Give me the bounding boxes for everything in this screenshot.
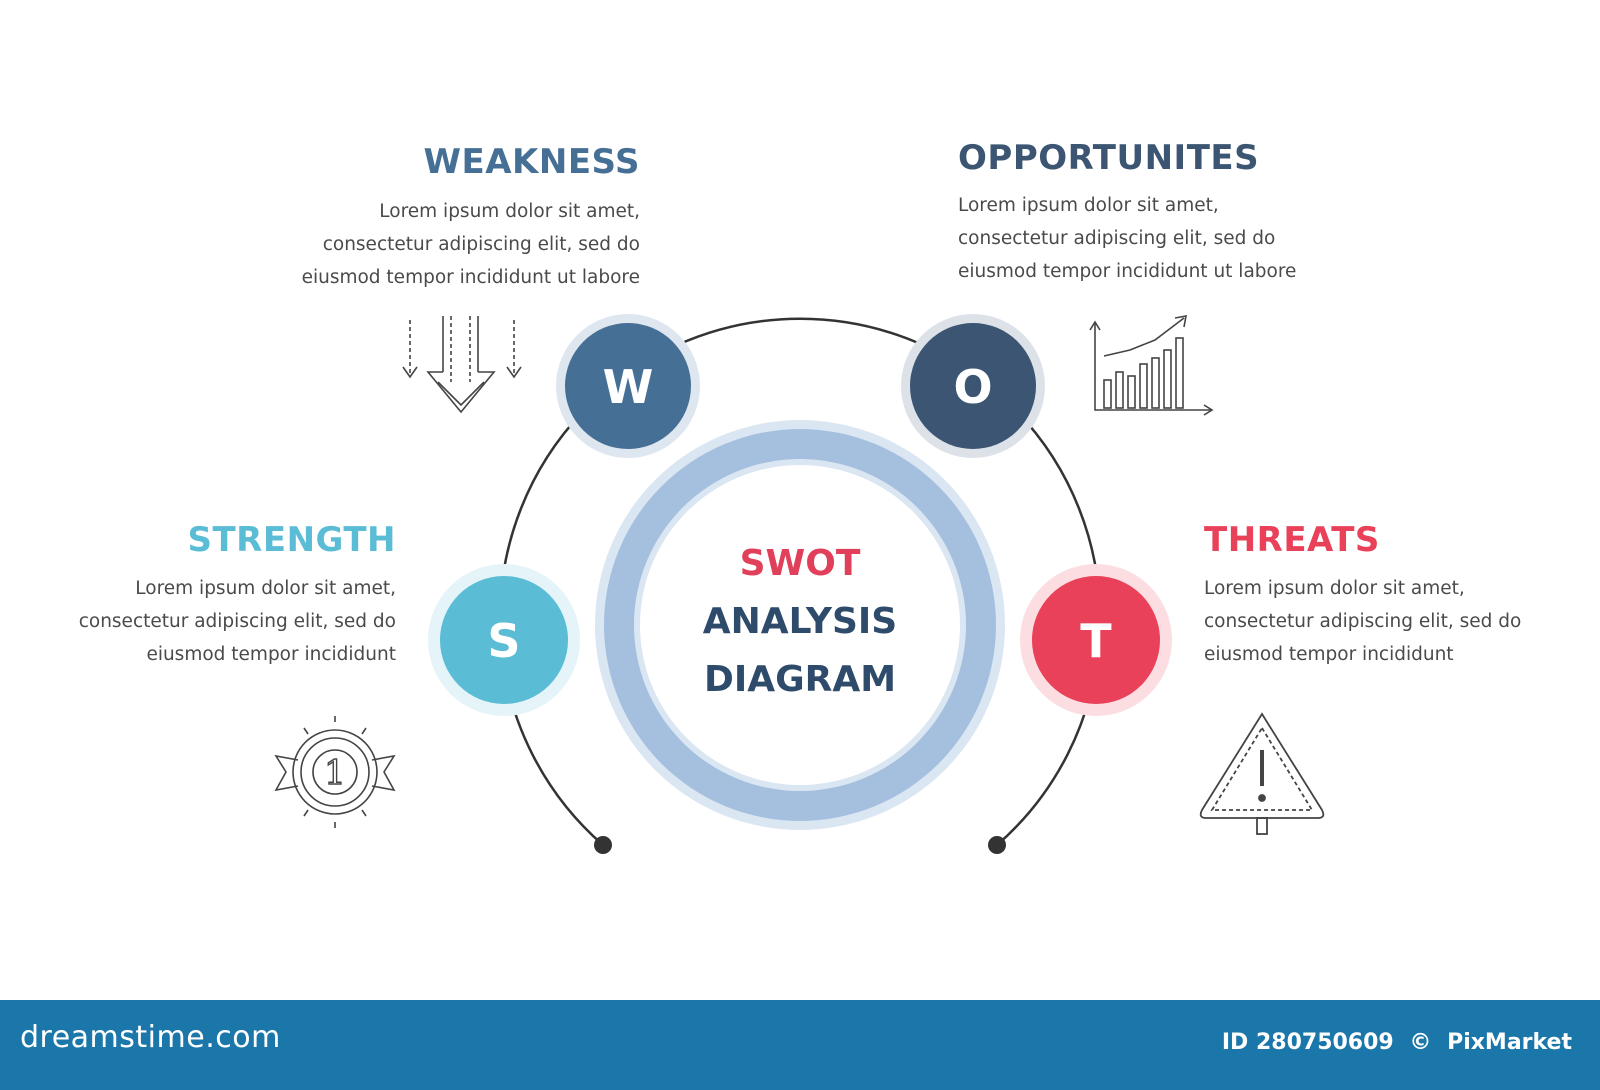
center-disc: [640, 465, 960, 785]
swot-diagram: W O S T: [79, 138, 1521, 854]
opportunities-line-1: Lorem ipsum dolor sit amet,: [958, 195, 1219, 216]
threats-letter: T: [1080, 614, 1112, 668]
growth-chart-icon: [1089, 315, 1214, 416]
opportunities-heading: OPPORTUNITES: [958, 138, 1260, 178]
strength-line-1: Lorem ipsum dolor sit amet,: [135, 578, 396, 599]
footer-credit: ID 280750609 © PixMarket: [1214, 1030, 1572, 1055]
weakness-heading: WEAKNESS: [423, 142, 640, 182]
weakness-letter: W: [603, 360, 654, 414]
center-title: SWOT ANALYSIS DIAGRAM: [650, 535, 950, 709]
threats-line-1: Lorem ipsum dolor sit amet,: [1204, 578, 1465, 599]
footer-logo[interactable]: dreamstime.com: [20, 1020, 281, 1055]
weakness-description: Lorem ipsum dolor sit amet, consectetur …: [302, 195, 640, 294]
center-title-line-3: DIAGRAM: [703, 659, 897, 700]
arc-end-dot-left: [594, 836, 612, 854]
threats-circle: T: [1020, 564, 1172, 716]
threats-heading: THREATS: [1204, 520, 1380, 560]
footer-author[interactable]: PixMarket: [1447, 1030, 1572, 1055]
down-arrows-icon: [402, 316, 522, 414]
arc-end-dot-right: [988, 836, 1006, 854]
strength-circle: S: [428, 564, 580, 716]
copyright-icon: ©: [1409, 1030, 1432, 1055]
diagram-graphics: W O S T: [274, 314, 1325, 854]
weakness-line-2: consectetur adipiscing elit, sed do: [322, 234, 640, 255]
strength-line-2: consectetur adipiscing elit, sed do: [78, 611, 396, 632]
strength-description: Lorem ipsum dolor sit amet, consectetur …: [79, 572, 396, 671]
weakness-circle: W: [556, 314, 700, 458]
strength-letter: S: [487, 614, 520, 668]
first-place-badge-icon: 1: [274, 716, 396, 828]
opportunities-line-2: consectetur adipiscing elit, sed do: [958, 228, 1276, 249]
threats-description: Lorem ipsum dolor sit amet, consectetur …: [1204, 572, 1521, 671]
strength-line-3: eiusmod tempor incididunt: [146, 644, 396, 665]
weakness-line-3: eiusmod tempor incididunt ut labore: [301, 267, 640, 288]
strength-heading: STRENGTH: [187, 520, 396, 560]
threats-line-3: eiusmod tempor incididunt: [1204, 644, 1454, 665]
warning-sign-icon: [1199, 712, 1325, 835]
opportunities-line-3: eiusmod tempor incididunt ut labore: [958, 261, 1297, 282]
center-title-line-2: ANALYSIS: [702, 601, 898, 642]
opportunities-letter: O: [953, 360, 992, 414]
opportunities-description: Lorem ipsum dolor sit amet, consectetur …: [958, 189, 1296, 288]
footer-bar: dreamstime.com ID 280750609 © PixMarket: [0, 1000, 1600, 1090]
threats-line-2: consectetur adipiscing elit, sed do: [1204, 611, 1522, 632]
center-title-line-1: SWOT: [739, 543, 861, 584]
footer-image-id: ID 280750609: [1221, 1030, 1394, 1055]
opportunities-circle: O: [901, 314, 1045, 458]
badge-number: 1: [324, 753, 346, 793]
weakness-line-1: Lorem ipsum dolor sit amet,: [379, 201, 640, 222]
